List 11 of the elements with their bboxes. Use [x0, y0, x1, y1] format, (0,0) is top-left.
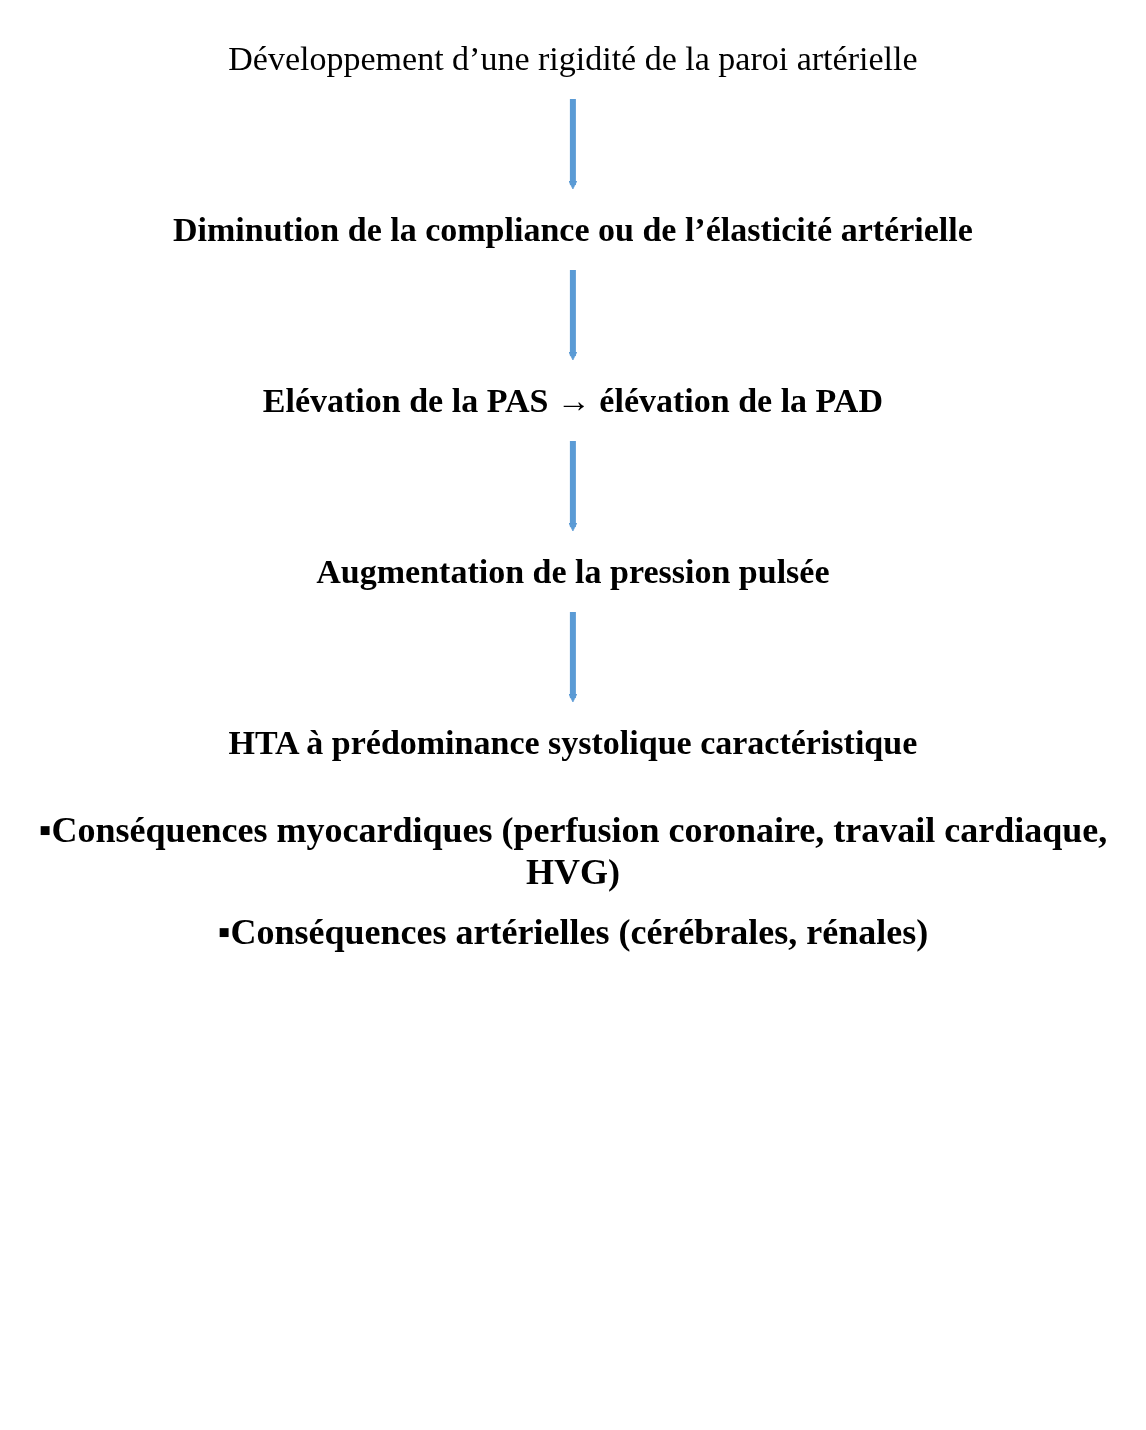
node-text: Diminution de la compliance ou de l’élasticité artérielle — [173, 211, 973, 248]
node-text: HTA à prédominance systolique caractéristique — [228, 724, 918, 761]
node-text: Augmentation de la pression pulsée — [316, 553, 830, 590]
node-text: Développement d’une rigidité de la paroi artérielle — [228, 40, 918, 77]
consequence-note: ▪Conséquences artérielles (cérébrales, rénales) — [216, 911, 930, 953]
consequence-note: ▪Conséquences myocardiques (perfusion coronaire, travail cardiaque, HVG) — [37, 809, 1109, 893]
arrow — [568, 441, 578, 532]
arrow — [568, 270, 578, 361]
node-text: Elévation de la PAS → élévation de la PAD — [262, 382, 884, 419]
arrow — [568, 99, 578, 190]
arrow — [568, 612, 578, 703]
